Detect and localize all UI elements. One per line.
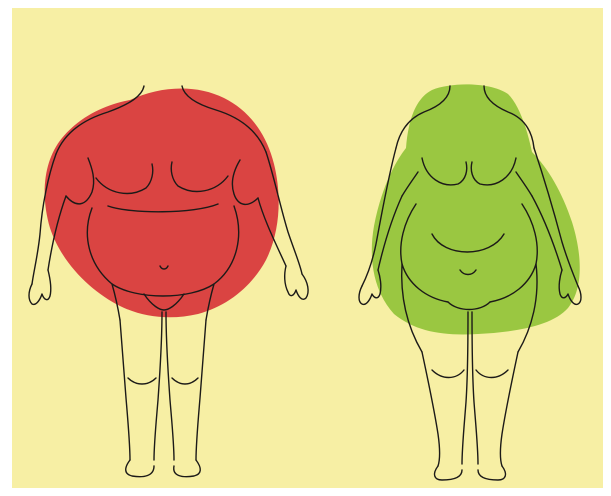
body-shape-illustration [12, 8, 603, 488]
illustration-panel [12, 8, 603, 488]
